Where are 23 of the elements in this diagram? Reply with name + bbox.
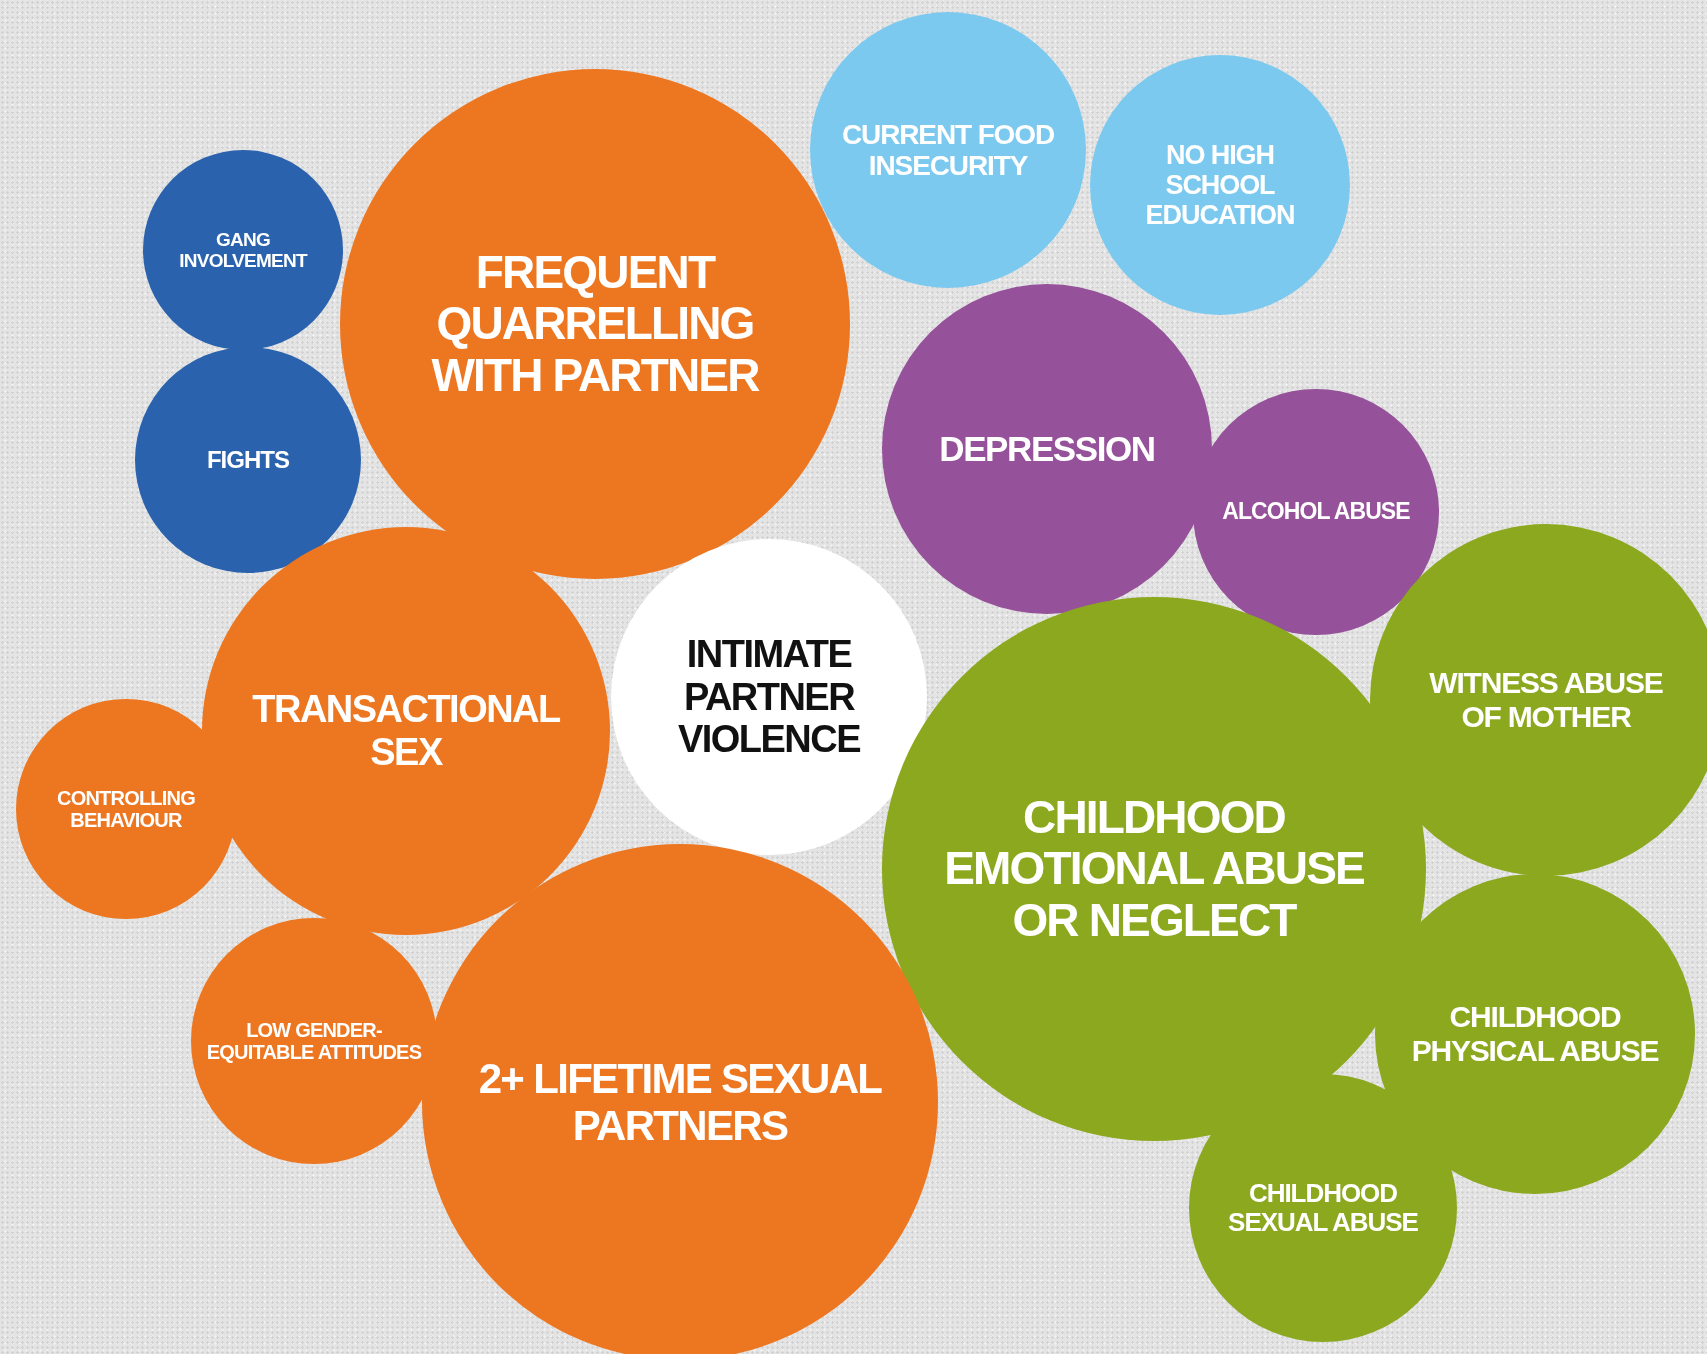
- bubble-label: ALCOHOL ABUSE: [1221, 499, 1411, 525]
- bubble-label: WITNESS ABUSE OF MOTHER: [1428, 666, 1664, 734]
- bubble-circle: [143, 150, 343, 350]
- bubble-label: INTIMATE PARTNER VIOLENCE: [676, 633, 862, 761]
- bubble-circle: [1189, 1074, 1457, 1342]
- bubble-circle: [1090, 55, 1350, 315]
- bubble-circle: [810, 12, 1086, 288]
- bubble-label: CURRENT FOOD INSECURITY: [840, 118, 1056, 182]
- bubble-label: TRANSACTIONAL SEX: [251, 688, 561, 774]
- bubble-label: NO HIGH SCHOOL EDUCATION: [1144, 139, 1296, 231]
- bubble-label: 2+ LIFETIME SEXUAL PARTNERS: [477, 1054, 883, 1150]
- bubble-circle: [1370, 524, 1707, 876]
- bubble-label: CHILDHOOD EMOTIONAL ABUSE OR NEGLECT: [943, 791, 1365, 947]
- bubble-label: GANG INVOLVEMENT: [178, 228, 309, 272]
- bubble-label: FIGHTS: [205, 446, 291, 474]
- bubble-circle: [422, 844, 938, 1354]
- bubble-circle: [135, 347, 361, 573]
- bubble-label: LOW GENDER-EQUITABLE ATTITUDES: [205, 1018, 423, 1064]
- bubble-label: CONTROLLING BEHAVIOUR: [56, 786, 196, 832]
- bubble-label: CHILDHOOD PHYSICAL ABUSE: [1410, 1000, 1660, 1068]
- bubble-label: FREQUENT QUARRELLING WITH PARTNER: [430, 246, 761, 402]
- bubble-label: DEPRESSION: [938, 429, 1156, 469]
- bubble-label: CHILDHOOD SEXUAL ABUSE: [1227, 1178, 1419, 1238]
